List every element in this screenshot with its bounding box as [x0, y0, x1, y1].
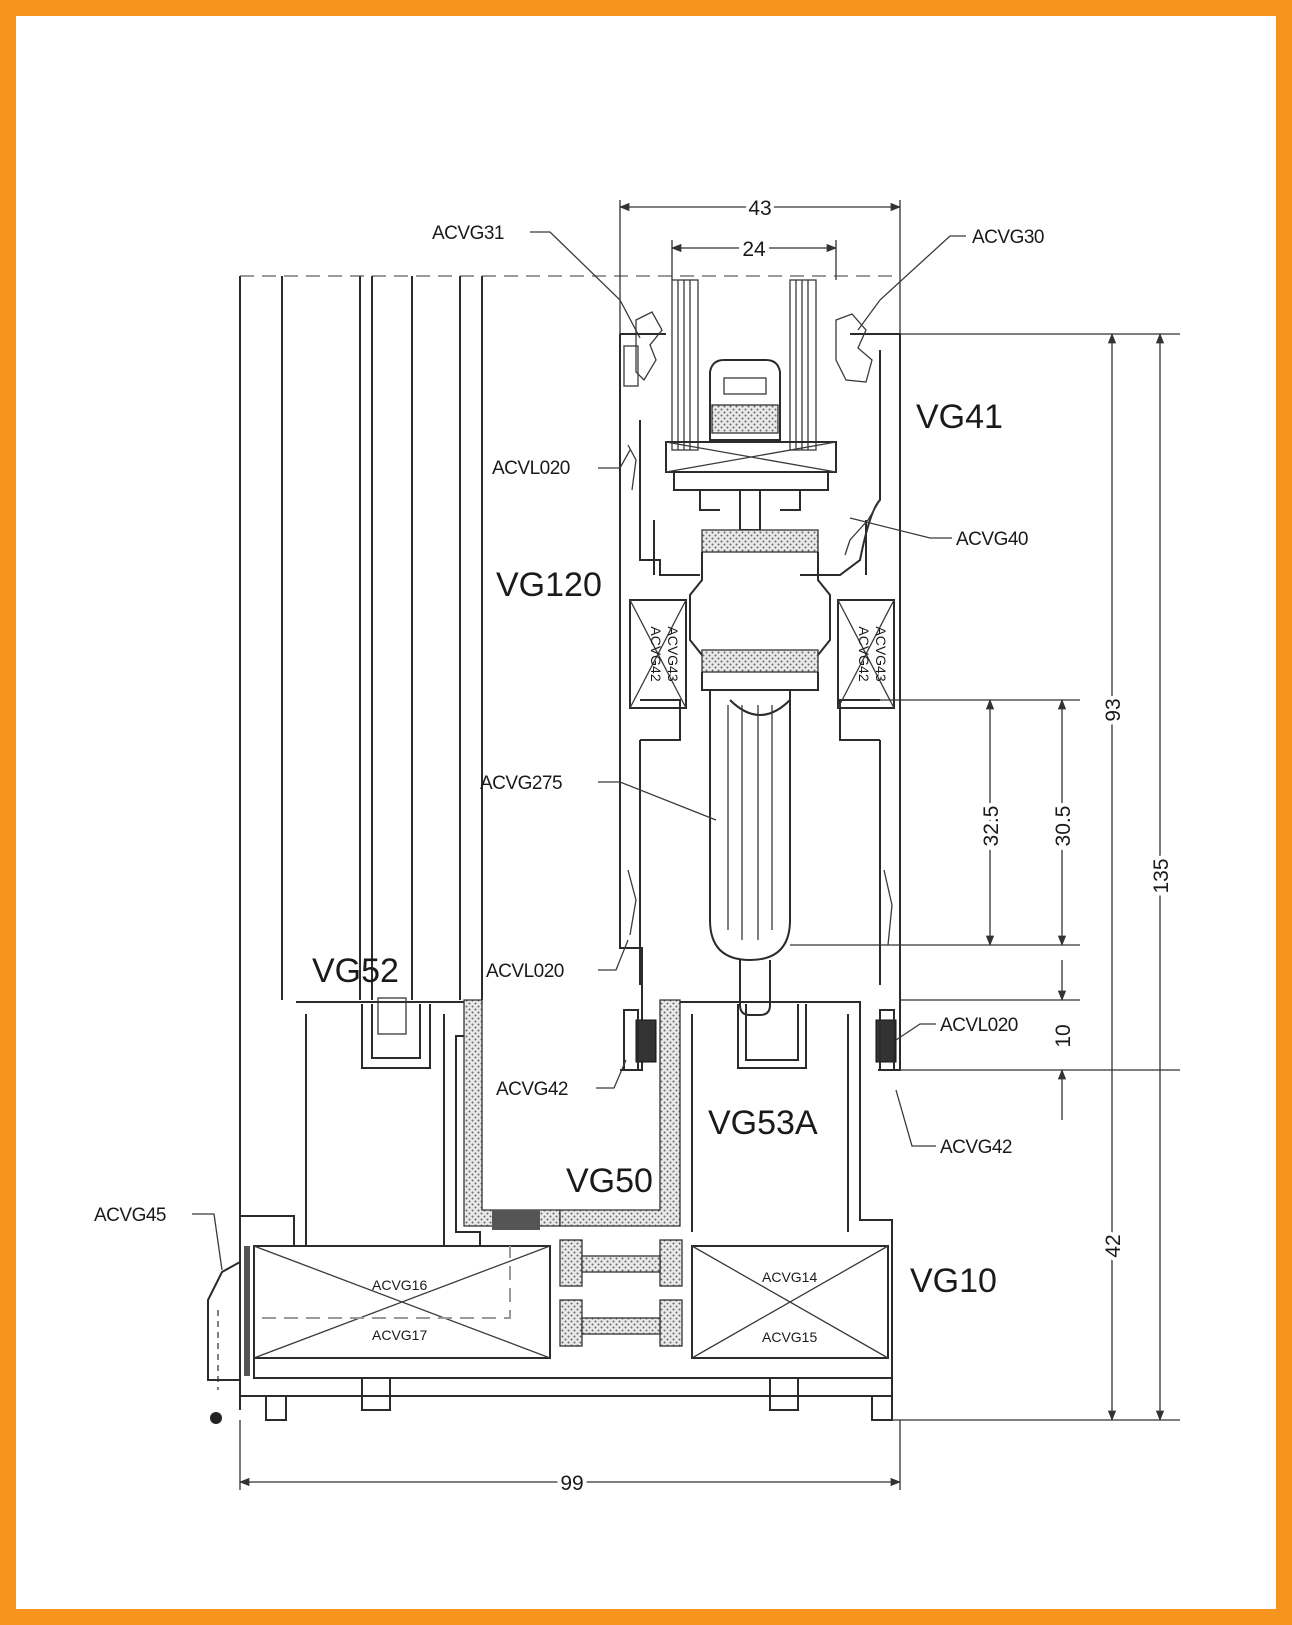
- glass-unit: [671, 279, 817, 451]
- label-acvg15: ACVG15: [762, 1329, 817, 1345]
- dim-32-5: 32.5: [980, 806, 1003, 847]
- label-vg10: VG10: [910, 1262, 997, 1300]
- dim-10: 10: [1052, 1024, 1075, 1047]
- drip-piece: [207, 1261, 241, 1424]
- dim-30-5: 30.5: [1052, 806, 1075, 847]
- label-vg53a: VG53A: [708, 1104, 818, 1142]
- vg53a-profile: [680, 1001, 893, 1396]
- label-vg41: VG41: [916, 398, 1003, 436]
- leader-lines: [192, 231, 966, 1271]
- label-acvl020-top: ACVL020: [492, 458, 570, 479]
- acvg42-box-label: ACVG42: [856, 626, 872, 681]
- label-vg52: VG52: [312, 952, 399, 990]
- fixed-frame-verticals: [239, 276, 483, 1410]
- label-acvg45: ACVG45: [94, 1205, 166, 1226]
- label-acvg14: ACVG14: [762, 1269, 817, 1285]
- label-acvg42-right: ACVG42: [940, 1137, 1012, 1158]
- label-acvl020-right: ACVL020: [940, 1015, 1018, 1036]
- thermal-box-right: ACVG42 ACVG43: [837, 599, 895, 709]
- vg50-connector: [463, 999, 681, 1230]
- label-acvl020-mid: ACVL020: [486, 961, 564, 982]
- dim-43: 43: [748, 197, 771, 220]
- dim-42: 42: [1102, 1234, 1125, 1257]
- sash-center-stile: [689, 529, 831, 1016]
- label-vg50: VG50: [566, 1162, 653, 1200]
- dim-99: 99: [560, 1472, 583, 1495]
- label-vg120: VG120: [496, 566, 602, 604]
- dim-24: 24: [742, 238, 766, 261]
- acvg43-box-label: ACVG43: [873, 626, 889, 681]
- dim-93: 93: [1102, 698, 1125, 721]
- dimension-lines: [238, 200, 1180, 1490]
- label-acvg275: ACVG275: [480, 773, 562, 794]
- vg10-frame: [239, 1216, 893, 1421]
- label-acvg42-left: ACVG42: [496, 1079, 568, 1100]
- acvg42-box-label: ACVG42: [648, 626, 664, 681]
- vg52-profile: [240, 997, 481, 1247]
- label-acvg17: ACVG17: [372, 1327, 427, 1343]
- label-acvg16: ACVG16: [372, 1277, 427, 1293]
- label-acvg31: ACVG31: [432, 223, 504, 244]
- label-acvg30: ACVG30: [972, 227, 1044, 248]
- gaskets: [623, 311, 897, 1071]
- dim-135: 135: [1150, 858, 1173, 893]
- thermal-box-left: ACVG42 ACVG43: [629, 599, 687, 709]
- label-acvg40: ACVG40: [956, 529, 1028, 550]
- acvg43-box-label: ACVG43: [665, 626, 681, 681]
